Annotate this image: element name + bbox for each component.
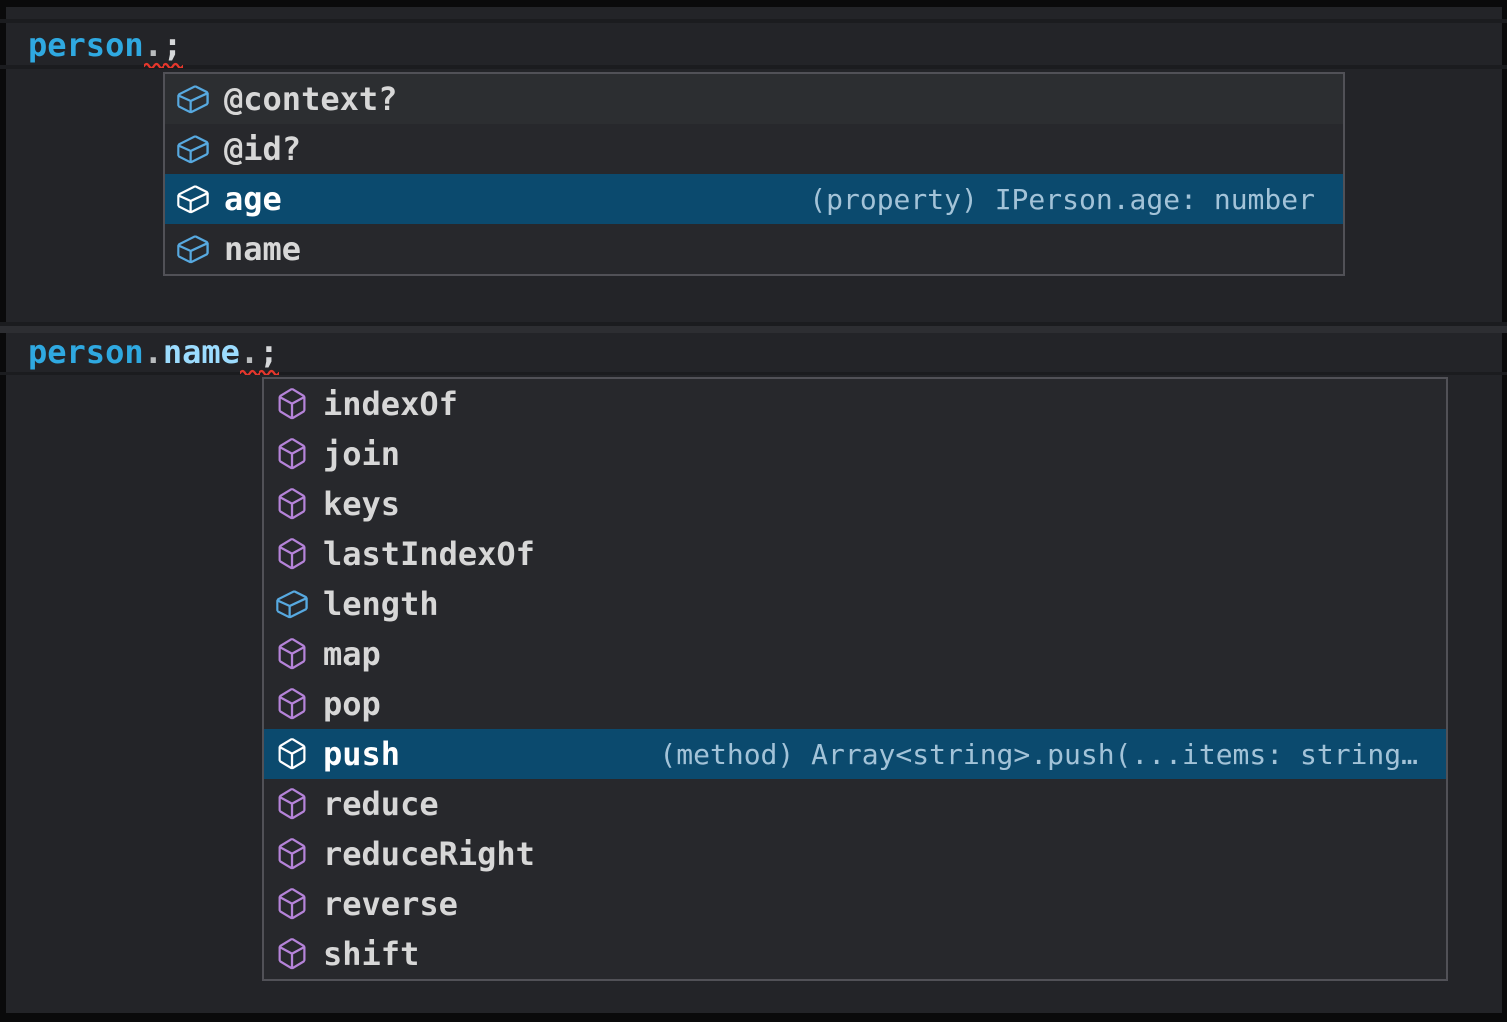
suggest-item-label: age [224,180,282,218]
code-token: name [163,333,240,371]
suggest-item-label: name [224,230,301,268]
symbol-method-icon [274,886,310,922]
suggest-widget: indexOf join keys lastIndexOf length map pop pu… [262,377,1448,981]
error-squiggle [163,61,183,68]
error-squiggle [240,368,260,375]
code-token: . [144,26,163,64]
suggest-item[interactable]: shift [264,929,1446,979]
suggest-item[interactable]: reverse [264,879,1446,929]
suggest-item[interactable]: pop [264,679,1446,729]
code-token: ; [163,26,182,64]
suggest-item[interactable]: name [165,224,1343,274]
symbol-method-icon [274,536,310,572]
symbol-method-icon [274,486,310,522]
suggest-item-detail: (property) IPerson.age: number [785,183,1315,216]
suggest-item[interactable]: reduceRight [264,829,1446,879]
code-token: . [144,333,163,371]
suggest-item-label: @context? [224,80,397,118]
error-squiggle [144,61,164,68]
symbol-method-icon [274,636,310,672]
suggest-item-label: indexOf [323,385,458,423]
suggest-item-label: reduceRight [323,835,535,873]
suggest-item[interactable]: map [264,629,1446,679]
code-token: ; [259,333,278,371]
suggest-item-label: @id? [224,130,301,168]
suggest-item[interactable]: @context? [165,74,1343,124]
suggest-item[interactable]: age (property) IPerson.age: number [165,174,1343,224]
suggest-item[interactable]: indexOf [264,379,1446,429]
suggest-item-label: length [323,585,439,623]
symbol-method-icon [274,786,310,822]
suggest-item-label: map [323,635,381,673]
symbol-method-icon [274,736,310,772]
suggest-widget: @context? @id? age (property) IPerson.age: … [163,72,1345,276]
suggest-item-detail: (method) Array<string>.push(...items: st… [635,738,1418,771]
symbol-field-icon [175,81,211,117]
suggest-item-label: keys [323,485,400,523]
suggest-item-label: lastIndexOf [323,535,535,573]
editor-line-divider [0,19,1507,23]
symbol-field-icon [274,586,310,622]
symbol-method-icon [274,936,310,972]
code-token: person [28,26,144,64]
code-line: person.name.; [28,329,278,375]
symbol-method-icon [274,686,310,722]
suggest-item-label: reduce [323,785,439,823]
symbol-field-icon [175,231,211,267]
symbol-field-icon [175,181,211,217]
symbol-method-icon [274,386,310,422]
code-token: person [28,333,144,371]
symbol-method-icon [274,836,310,872]
suggest-item[interactable]: join [264,429,1446,479]
suggest-item-label: shift [323,935,419,973]
suggest-item-label: join [323,435,400,473]
suggest-item[interactable]: keys [264,479,1446,529]
suggest-item-label: reverse [323,885,458,923]
code-token: . [240,333,259,371]
suggest-item[interactable]: length [264,579,1446,629]
symbol-method-icon [274,436,310,472]
suggest-item-label: push [323,735,400,773]
editor-line-divider [0,65,1507,69]
symbol-field-icon [175,131,211,167]
error-squiggle [259,368,279,375]
suggest-item[interactable]: lastIndexOf [264,529,1446,579]
code-line: person.; [28,22,182,68]
suggest-item[interactable]: reduce [264,779,1446,829]
suggest-item-label: pop [323,685,381,723]
suggest-item[interactable]: @id? [165,124,1343,174]
suggest-item[interactable]: push (method) Array<string>.push(...items… [264,729,1446,779]
